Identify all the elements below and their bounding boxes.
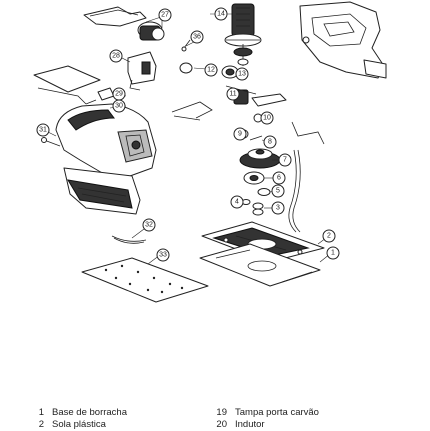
callout-29: 29 <box>112 87 126 101</box>
svg-text:13: 13 <box>238 71 246 78</box>
svg-text:33: 33 <box>159 252 167 259</box>
bracket-plate <box>83 6 147 27</box>
svg-text:11: 11 <box>229 91 236 98</box>
svg-text:30: 30 <box>115 103 123 110</box>
callout-32: 32 <box>142 218 156 232</box>
svg-text:28: 28 <box>112 53 120 60</box>
callout-33: 33 <box>156 248 170 262</box>
svg-text:29: 29 <box>115 91 123 98</box>
part-cap <box>97 87 115 101</box>
svg-text:9: 9 <box>238 131 242 138</box>
callout-2: 2 <box>322 229 336 243</box>
callout-28: 28 <box>109 49 123 63</box>
svg-text:3: 3 <box>276 205 280 212</box>
svg-text:1: 1 <box>331 250 335 257</box>
svg-text:4: 4 <box>235 199 239 206</box>
svg-text:14: 14 <box>217 11 225 18</box>
callout-36: 36 <box>190 30 204 44</box>
part-fan <box>239 148 281 169</box>
part-bearings <box>243 171 271 196</box>
callout-30: 30 <box>112 99 126 113</box>
spring-bracket <box>291 121 325 145</box>
callout-9: 9 <box>233 127 247 141</box>
part-armature <box>224 3 262 66</box>
part-bushing <box>137 17 165 41</box>
svg-text:2: 2 <box>327 233 331 240</box>
callout-7: 7 <box>278 153 292 167</box>
motor-housing-half <box>299 1 387 79</box>
hook-piece <box>37 87 97 105</box>
svg-text:36: 36 <box>193 34 201 41</box>
callout-5: 5 <box>271 184 285 198</box>
svg-text:12: 12 <box>207 67 215 74</box>
svg-text:31: 31 <box>39 127 47 134</box>
callout-10: 10 <box>260 111 274 125</box>
part-switch <box>127 51 157 91</box>
callout-4: 4 <box>230 195 244 209</box>
part-sanding-sheet <box>81 257 209 303</box>
callout-6: 6 <box>272 171 286 185</box>
part-screw-31 <box>41 137 61 147</box>
svg-text:32: 32 <box>145 222 153 229</box>
sander-housing <box>55 103 157 215</box>
svg-text:6: 6 <box>277 175 281 182</box>
callout-27: 27 <box>158 8 172 22</box>
callout-31: 31 <box>36 123 50 137</box>
svg-text:5: 5 <box>276 188 280 195</box>
svg-text:8: 8 <box>268 139 272 146</box>
callout-3: 3 <box>271 201 285 215</box>
callout-12: 12 <box>204 63 218 77</box>
callout-8: 8 <box>263 135 277 149</box>
part-clip-32 <box>111 235 147 244</box>
part-washers <box>241 199 264 216</box>
mounting-bracket <box>171 101 213 121</box>
svg-text:10: 10 <box>263 115 271 122</box>
part-spring-long <box>288 149 301 233</box>
callout-13: 13 <box>235 67 249 81</box>
part-pin-36 <box>181 39 191 52</box>
svg-text:7: 7 <box>283 157 287 164</box>
svg-text:27: 27 <box>161 12 169 19</box>
dust-flap <box>33 65 101 93</box>
callout-14: 14 <box>214 7 228 21</box>
callout-11: 11 <box>226 87 240 101</box>
part-rubber-pad <box>199 243 321 287</box>
callout-1: 1 <box>326 246 340 260</box>
